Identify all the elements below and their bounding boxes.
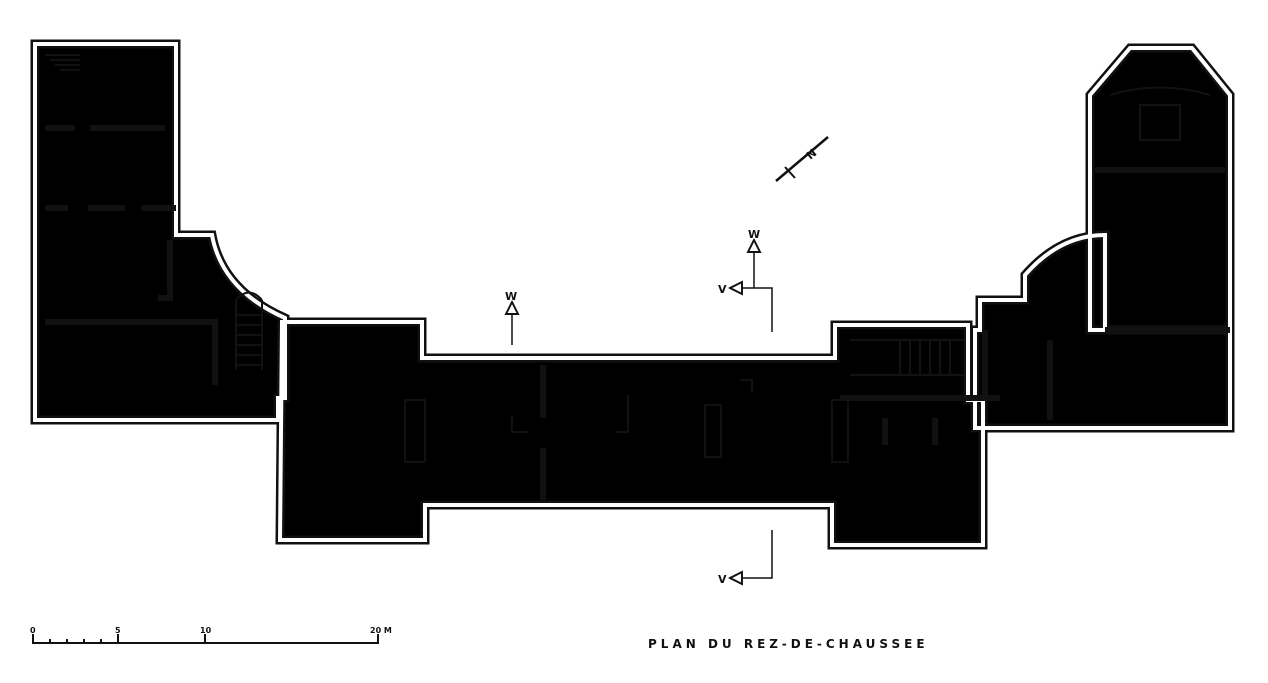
staircase (45, 54, 965, 376)
section-label: W (505, 290, 517, 303)
section-label: W (748, 228, 760, 241)
plan-title: PLAN DU REZ-DE-CHAUSSEE (648, 637, 929, 651)
building-walls (35, 44, 1230, 545)
svg-text:N: N (804, 146, 819, 162)
section-label: V (718, 283, 727, 296)
svg-text:20 M: 20 M (370, 626, 392, 635)
scale-bar: 0 5 10 20 M (30, 626, 392, 644)
svg-text:5: 5 (115, 626, 121, 635)
svg-text:10: 10 (200, 626, 212, 635)
section-label: V (718, 573, 727, 586)
section-line-v-bottom: V (718, 530, 773, 586)
section-line-w-left: W (505, 290, 517, 345)
svg-text:0: 0 (30, 626, 36, 635)
north-arrow-icon: N (775, 136, 829, 182)
section-line-v-w: W V (718, 228, 773, 332)
